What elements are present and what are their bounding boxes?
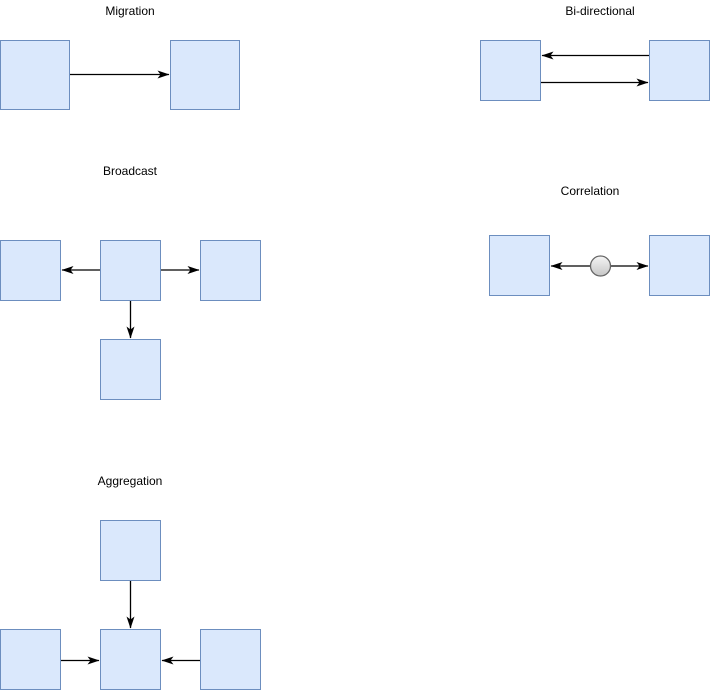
- section-title-broadcast: Broadcast: [102, 164, 158, 178]
- section-title-migration: Migration: [105, 4, 155, 18]
- node-box-broadcast[interactable]: [200, 240, 261, 301]
- node-box-migration[interactable]: [0, 40, 70, 110]
- section-title-correlation: Correlation: [560, 184, 620, 198]
- node-box-broadcast[interactable]: [0, 240, 61, 301]
- node-box-bi-directional[interactable]: [480, 40, 541, 101]
- edges-group: [61, 51, 649, 665]
- node-box-aggregation[interactable]: [200, 629, 261, 690]
- node-box-aggregation[interactable]: [100, 520, 161, 581]
- node-box-migration[interactable]: [170, 40, 240, 110]
- node-box-bi-directional[interactable]: [649, 40, 710, 101]
- section-title-aggregation: Aggregation: [97, 474, 163, 488]
- node-box-broadcast[interactable]: [100, 339, 161, 400]
- node-box-broadcast[interactable]: [100, 240, 161, 301]
- node-box-correlation[interactable]: [489, 235, 550, 296]
- node-box-aggregation[interactable]: [0, 629, 61, 690]
- junction-circle-correlation[interactable]: [589, 255, 612, 277]
- junctions-group: [589, 255, 612, 277]
- node-box-aggregation[interactable]: [100, 629, 161, 690]
- node-box-correlation[interactable]: [649, 235, 710, 296]
- section-title-bi-directional: Bi-directional: [565, 4, 635, 18]
